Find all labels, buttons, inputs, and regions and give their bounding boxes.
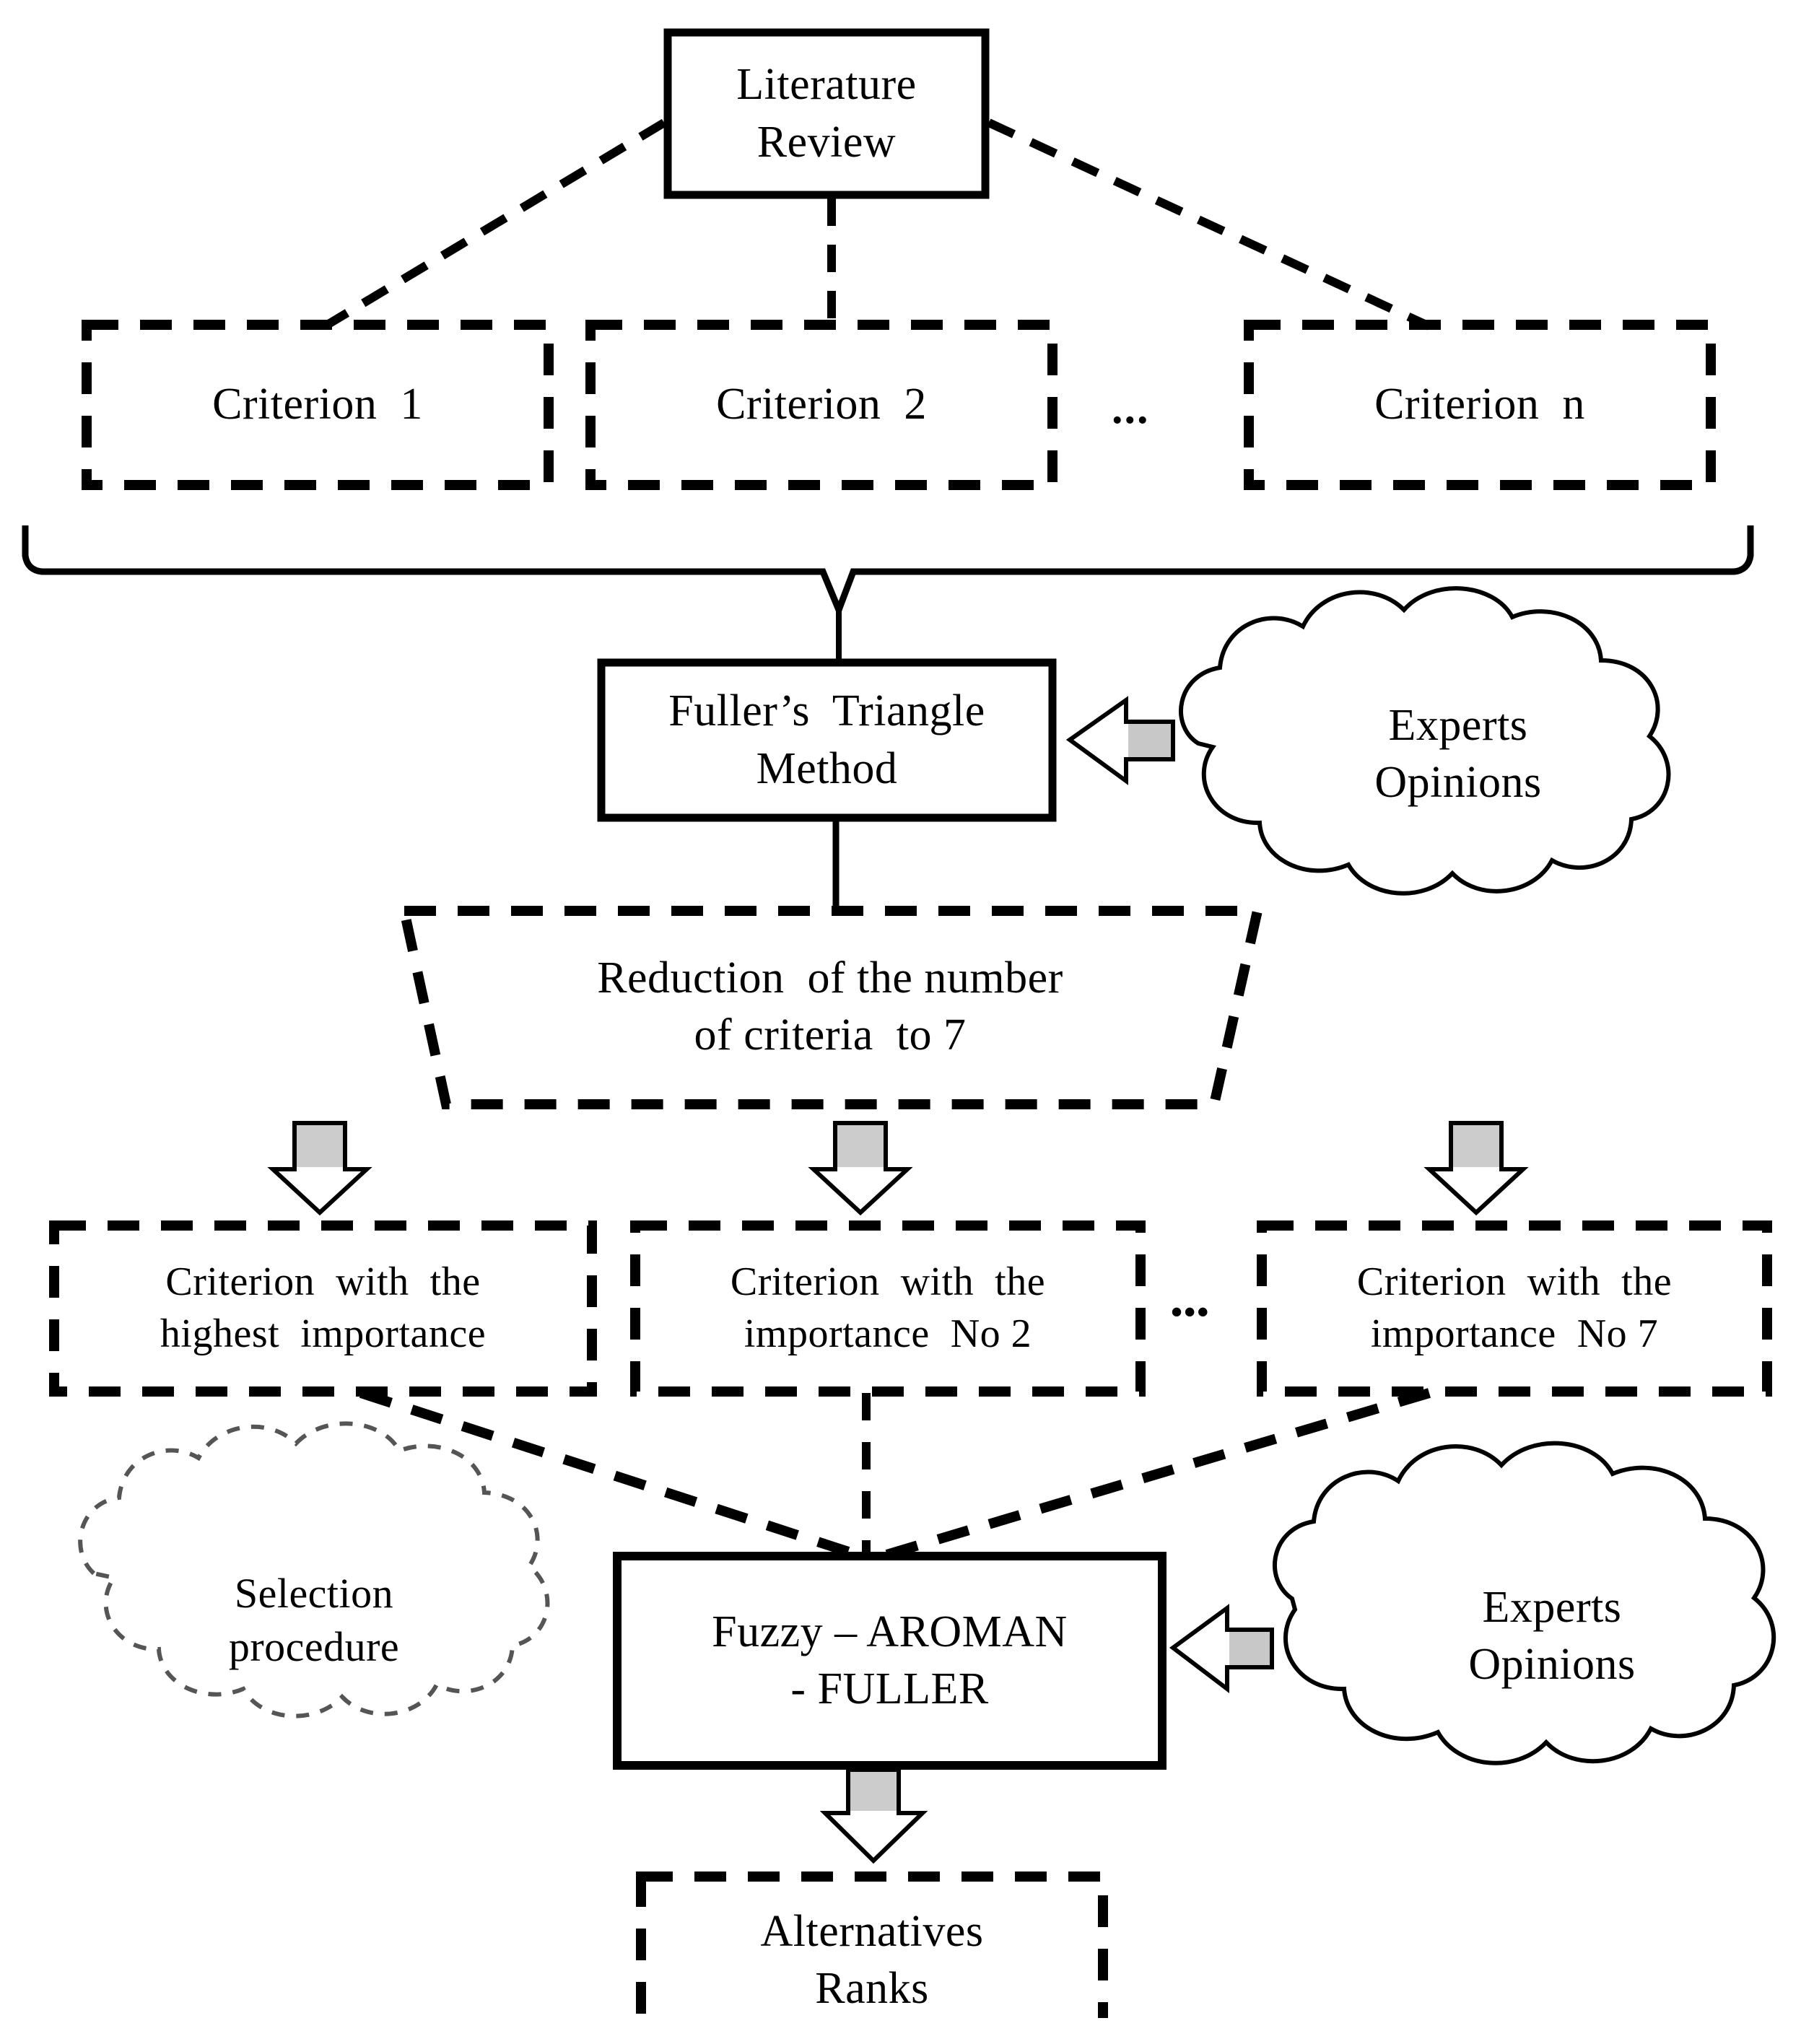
experts-to-fullers-arrow [1065, 696, 1175, 785]
experts-to-fuzzy-arrow [1169, 1604, 1274, 1694]
connector-lit-to-criterion-1 [322, 118, 667, 331]
criterion-2-box[interactable] [585, 320, 1058, 490]
connector-lit-to-criterion-n [987, 118, 1431, 331]
experts-opinions-top-cloud[interactable] [1179, 586, 1671, 896]
experts-opinions-bottom-cloud[interactable] [1273, 1441, 1776, 1765]
alternatives-ranks-box[interactable] [636, 1872, 1108, 2018]
criterion-n-box[interactable] [1244, 320, 1716, 490]
block-arrow-down-left [267, 1121, 372, 1216]
experts-to-fullers-arrow-shade [1128, 724, 1171, 757]
experts-to-fuzzy-arrow-shade [1229, 1632, 1270, 1665]
criterion-no7-box[interactable] [1257, 1220, 1772, 1397]
fuzzy-aroman-fuller-box[interactable] [613, 1552, 1167, 1770]
connector-no7-to-fuzzy [876, 1388, 1431, 1563]
criterion-row-ellipsis: ... [1112, 384, 1150, 433]
reduction-trapezoid[interactable] [398, 906, 1264, 1109]
fullers-triangle-box[interactable] [597, 658, 1057, 822]
block-arrow-fuzzy-to-alternatives [819, 1768, 928, 1864]
block-arrow-down-center [808, 1121, 913, 1216]
block-arrow-down-right [1423, 1121, 1529, 1216]
selection-procedure-cloud[interactable] [78, 1421, 550, 1718]
criterion-highest-box[interactable] [49, 1220, 597, 1397]
literature-review-box[interactable] [663, 28, 990, 199]
criterion-1-box[interactable] [82, 320, 554, 490]
criterion-bottom-row-ellipsis: ••• [1171, 1293, 1211, 1330]
criterion-no2-box[interactable] [630, 1220, 1146, 1397]
connector-highest-to-fuzzy [359, 1388, 868, 1563]
